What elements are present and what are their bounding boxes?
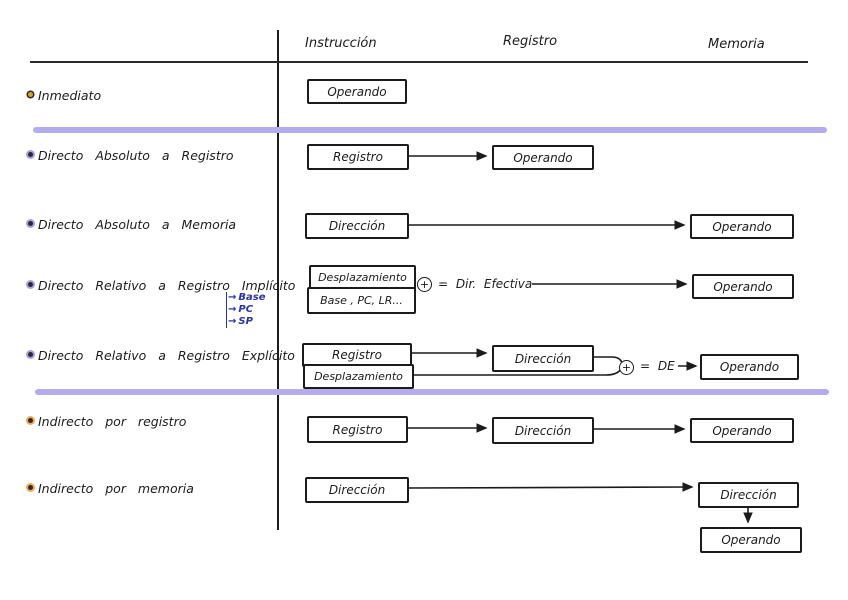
implicit-register-list: →Base →PC →SP	[226, 292, 266, 328]
row-label-directo-relativo-explicito: Directo Relativo a Registro Explícito	[38, 348, 295, 363]
sub-item-sp: SP	[238, 316, 253, 327]
direccion-box: Dirección	[492, 417, 594, 444]
bullet-icon	[28, 221, 33, 226]
operando-box: Operando	[492, 145, 594, 170]
bullet-icon	[28, 152, 33, 157]
arrow-direccion-direccion-long	[405, 482, 694, 492]
operando-box: Operando	[690, 214, 794, 239]
branch-arrow-icon: →	[228, 292, 237, 303]
bullet-icon	[28, 418, 33, 423]
row-label-indirecto-memoria: Indirecto por memoria	[38, 481, 194, 496]
desplazamiento-box: Desplazamiento	[303, 364, 414, 389]
row-label-inmediato: Inmediato	[38, 88, 102, 103]
registro-box: Registro	[307, 144, 409, 170]
column-divider-line	[277, 30, 279, 530]
header-underline	[30, 61, 808, 63]
sub-item-base: Base	[238, 292, 266, 303]
column-header-memory: Memoria	[708, 37, 765, 52]
base-pc-lr-box: Base , PC, LR...	[307, 287, 416, 314]
section-separator-purple	[35, 389, 829, 395]
section-separator-purple	[33, 127, 827, 133]
bullet-icon	[28, 92, 33, 97]
direccion-box: Dirección	[492, 345, 594, 372]
operando-box: Operando	[690, 418, 794, 443]
branch-arrow-icon: →	[228, 304, 237, 315]
row-label-directo-absoluto-registro: Directo Absoluto a Registro	[38, 148, 234, 163]
registro-box: Registro	[307, 416, 408, 443]
operando-box: Operando	[700, 527, 802, 553]
de-annotation: = DE	[640, 359, 675, 373]
registro-box: Registro	[302, 343, 412, 367]
operando-box: Operando	[700, 354, 799, 380]
column-header-instruction: Instrucción	[305, 36, 377, 51]
direccion-box: Dirección	[305, 477, 409, 503]
bullet-icon	[28, 485, 33, 490]
effective-address-annotation: = Dir. Efectiva	[438, 277, 533, 291]
plus-circle-icon: +	[417, 277, 432, 292]
direccion-box: Dirección	[305, 213, 409, 239]
row-label-indirecto-registro: Indirecto por registro	[38, 414, 187, 429]
connector-direccion-to-plus	[591, 356, 623, 364]
operando-box: Operando	[692, 274, 794, 299]
bullet-icon	[28, 282, 33, 287]
row-label-directo-relativo-implicito: Directo Relativo a Registro Implícito	[38, 278, 296, 293]
operando-box: Operando	[307, 79, 407, 104]
plus-circle-icon: +	[619, 360, 634, 375]
direccion-box: Dirección	[698, 482, 799, 508]
sub-item-pc: PC	[238, 304, 254, 315]
branch-arrow-icon: →	[228, 316, 237, 327]
bullet-icon	[28, 352, 33, 357]
column-header-register: Registro	[503, 34, 558, 49]
row-label-directo-absoluto-memoria: Directo Absoluto a Memoria	[38, 217, 237, 232]
